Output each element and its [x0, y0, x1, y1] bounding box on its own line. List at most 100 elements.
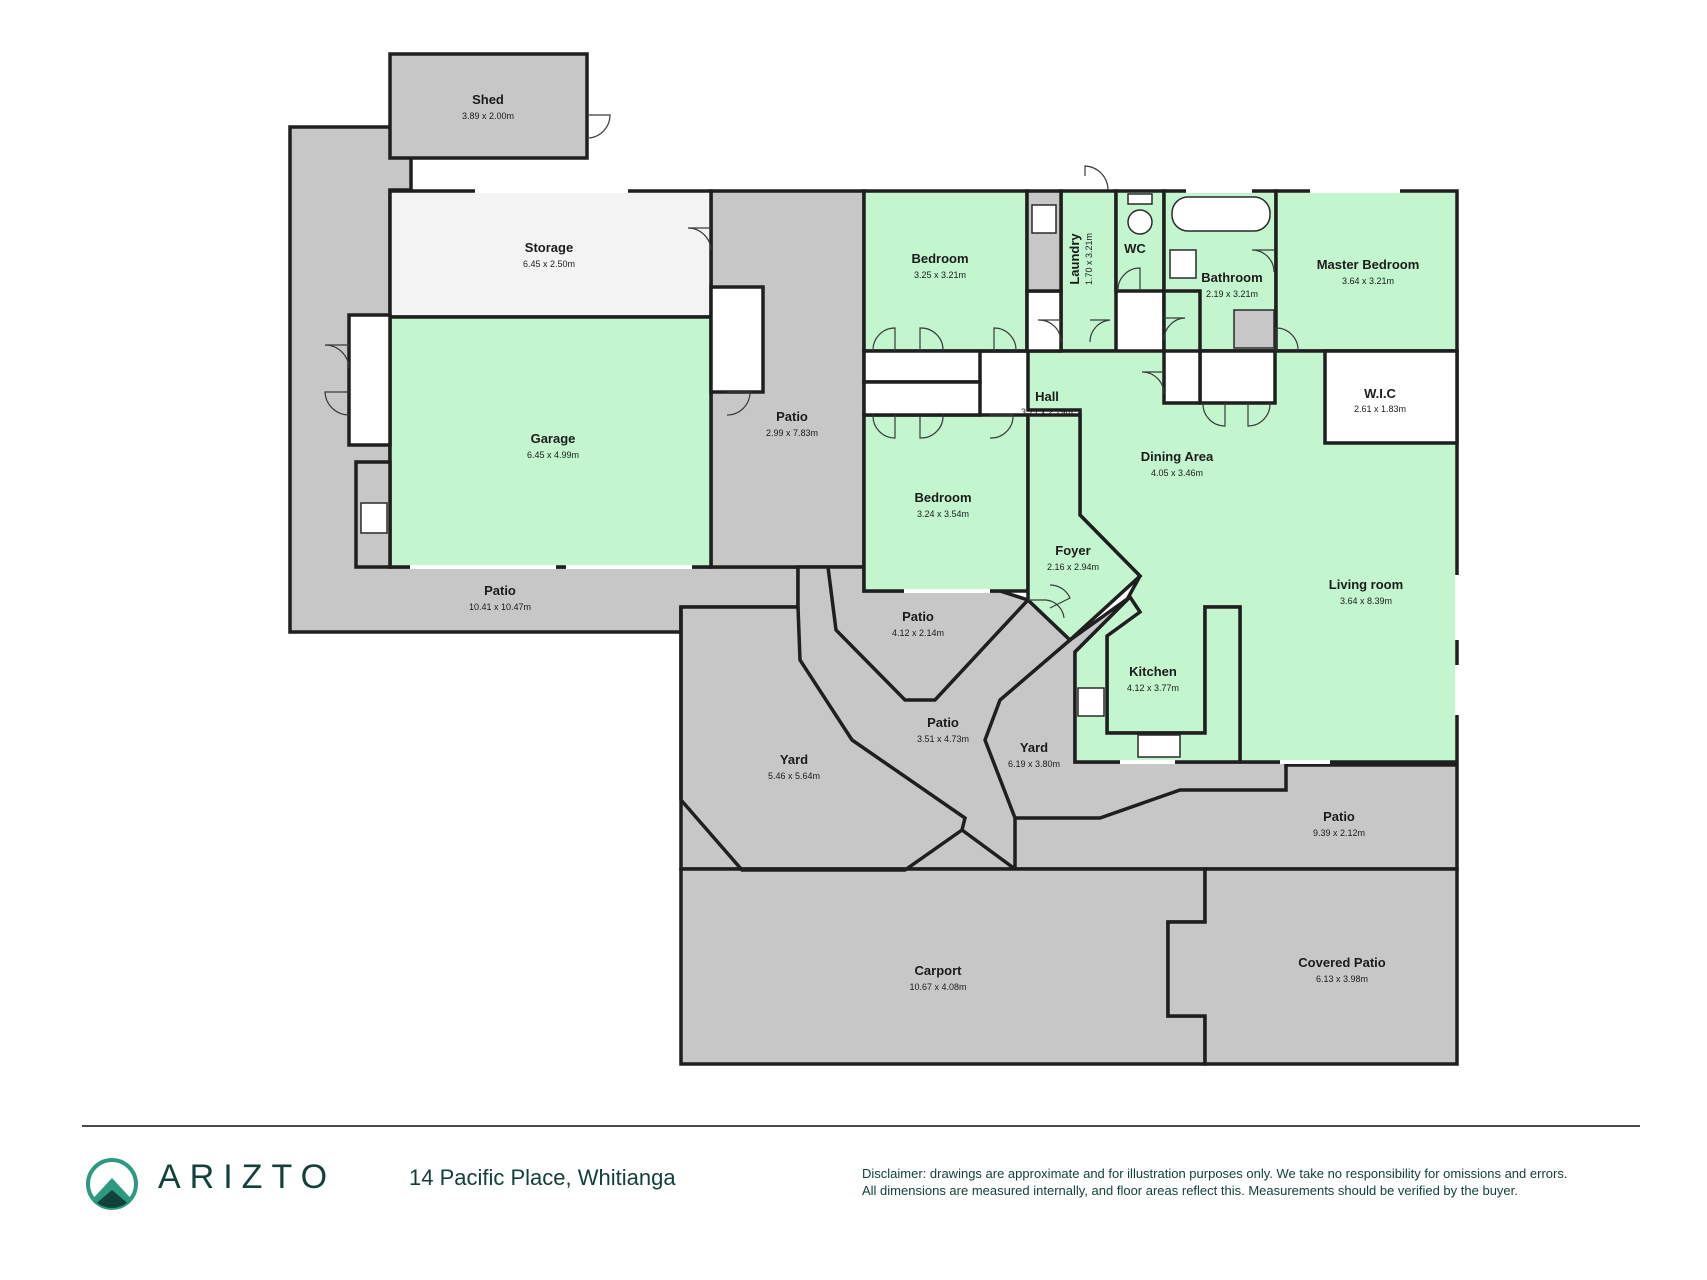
outdoor-divisions: [679, 566, 1288, 872]
svg-text:10.41 x 10.47m: 10.41 x 10.47m: [469, 602, 531, 612]
svg-text:3.51 x 4.73m: 3.51 x 4.73m: [917, 734, 969, 744]
label-patio-small: Patio 4.12 x 2.14m: [892, 609, 944, 638]
disclaimer-text: Disclaimer: drawings are approximate and…: [862, 1165, 1642, 1199]
closet-dining: [1198, 349, 1277, 405]
svg-text:Bedroom: Bedroom: [911, 251, 968, 266]
svg-text:Garage: Garage: [531, 431, 576, 446]
shower-fixture: [1233, 309, 1275, 349]
bathtub-fixture: [1171, 196, 1271, 232]
label-patio-west: Patio 10.41 x 10.47m: [469, 583, 531, 612]
svg-text:4.12 x 2.14m: 4.12 x 2.14m: [892, 628, 944, 638]
interior-areas: [347, 189, 1459, 764]
svg-text:Patio: Patio: [927, 715, 959, 730]
laundry-door: [1084, 165, 1109, 191]
svg-text:4.05 x 3.46m: 4.05 x 3.46m: [1151, 468, 1203, 478]
svg-text:Master Bedroom: Master Bedroom: [1317, 257, 1420, 272]
label-master-bedroom: Master Bedroom 3.64 x 3.21m: [1317, 257, 1420, 286]
label-bathroom: Bathroom 2.19 x 3.21m: [1201, 270, 1262, 299]
svg-text:3.71 x 2.79m: 3.71 x 2.79m: [1021, 407, 1073, 417]
closet-doors-2: [872, 414, 944, 439]
label-carport: Carport 10.67 x 4.08m: [909, 963, 966, 992]
svg-text:6.19 x 3.80m: 6.19 x 3.80m: [1008, 759, 1060, 769]
hall-door-2: [1089, 319, 1111, 343]
room-kitchen: [1073, 594, 1242, 764]
label-wc: WC: [1124, 241, 1146, 256]
svg-text:Patio: Patio: [1323, 809, 1355, 824]
room-laundry: [1059, 189, 1118, 353]
patio-side-door: [726, 391, 751, 416]
hall-door-3: [1163, 317, 1186, 341]
garage-west-door-1: [324, 344, 350, 369]
svg-text:Patio: Patio: [484, 583, 516, 598]
svg-text:5.46 x 5.64m: 5.46 x 5.64m: [768, 771, 820, 781]
laundry-tub-fixture: [1031, 204, 1057, 234]
patio-small-boundary: [826, 566, 1030, 702]
svg-text:Patio: Patio: [776, 409, 808, 424]
svg-text:Yard: Yard: [1020, 740, 1048, 755]
label-patio-centre: Patio 3.51 x 4.73m: [917, 715, 969, 744]
svg-text:10.67 x 4.08m: 10.67 x 4.08m: [909, 982, 966, 992]
svg-text:Bathroom: Bathroom: [1201, 270, 1262, 285]
footer-divider: [82, 1125, 1640, 1127]
shed-door: [586, 114, 611, 139]
svg-text:WC: WC: [1124, 241, 1146, 256]
wc-toilet-fixture: [1127, 209, 1153, 235]
svg-text:Covered Patio: Covered Patio: [1298, 955, 1385, 970]
label-wic: W.I.C 2.61 x 1.83m: [1354, 386, 1406, 414]
label-hall: Hall 3.71 x 2.79m: [1021, 389, 1073, 417]
svg-text:3.64 x 8.39m: 3.64 x 8.39m: [1340, 596, 1392, 606]
fixtures: [360, 193, 1275, 758]
svg-text:2.19 x 3.21m: 2.19 x 3.21m: [1206, 289, 1258, 299]
brand-wordmark: ARIZTO: [158, 1158, 337, 1196]
svg-text:Foyer: Foyer: [1055, 543, 1090, 558]
svg-text:Bedroom: Bedroom: [914, 490, 971, 505]
garage-sink-fixture: [360, 502, 388, 534]
room-storage: [388, 189, 713, 319]
svg-text:2.61 x 1.83m: 2.61 x 1.83m: [1354, 404, 1406, 414]
closet-doors-3: [1202, 402, 1271, 427]
closet-garage-west: [347, 313, 392, 447]
room-bedroom-1: [862, 189, 1029, 353]
label-yard-east: Yard 6.19 x 3.80m: [1008, 740, 1060, 769]
svg-text:Kitchen: Kitchen: [1129, 664, 1177, 679]
svg-text:Laundry: Laundry: [1067, 233, 1082, 285]
svg-text:Carport: Carport: [915, 963, 963, 978]
label-garage: Garage 6.45 x 4.99m: [527, 431, 579, 460]
wc-door: [1117, 267, 1141, 292]
label-yard-west: Yard 5.46 x 5.64m: [768, 752, 820, 781]
svg-text:2.99 x 7.83m: 2.99 x 7.83m: [766, 428, 818, 438]
svg-text:3.25 x 3.21m: 3.25 x 3.21m: [914, 270, 966, 280]
patio-south-divider: [960, 828, 1017, 871]
label-bedroom-1: Bedroom 3.25 x 3.21m: [911, 251, 968, 280]
openings: [410, 189, 1459, 764]
svg-text:6.45 x 4.99m: 6.45 x 4.99m: [527, 450, 579, 460]
closet-hall-1: [862, 349, 982, 384]
closet-hall-2: [862, 380, 982, 417]
yard-east-boundary: [983, 638, 1288, 820]
label-patio-garage-side: Patio 2.99 x 7.83m: [766, 409, 818, 438]
storage-door: [687, 227, 712, 251]
svg-text:3.89 x 2.00m: 3.89 x 2.00m: [462, 111, 514, 121]
closet-doors-1: [872, 327, 944, 352]
svg-text:W.I.C: W.I.C: [1364, 386, 1396, 401]
svg-text:Hall: Hall: [1035, 389, 1059, 404]
bathroom-basin-fixture: [1169, 249, 1197, 279]
svg-text:3.64 x 3.21m: 3.64 x 3.21m: [1342, 276, 1394, 286]
area-covered-patio: [1166, 867, 1459, 1066]
kitchen-sink-fixture: [1137, 734, 1181, 758]
svg-text:1.70 x 3.21m: 1.70 x 3.21m: [1084, 233, 1094, 285]
property-address: 14 Pacific Place, Whitianga: [409, 1165, 676, 1190]
room-master-bedroom: [1274, 189, 1459, 353]
svg-text:Yard: Yard: [780, 752, 808, 767]
closet-patio-side: [709, 285, 765, 394]
svg-text:Patio: Patio: [902, 609, 934, 624]
